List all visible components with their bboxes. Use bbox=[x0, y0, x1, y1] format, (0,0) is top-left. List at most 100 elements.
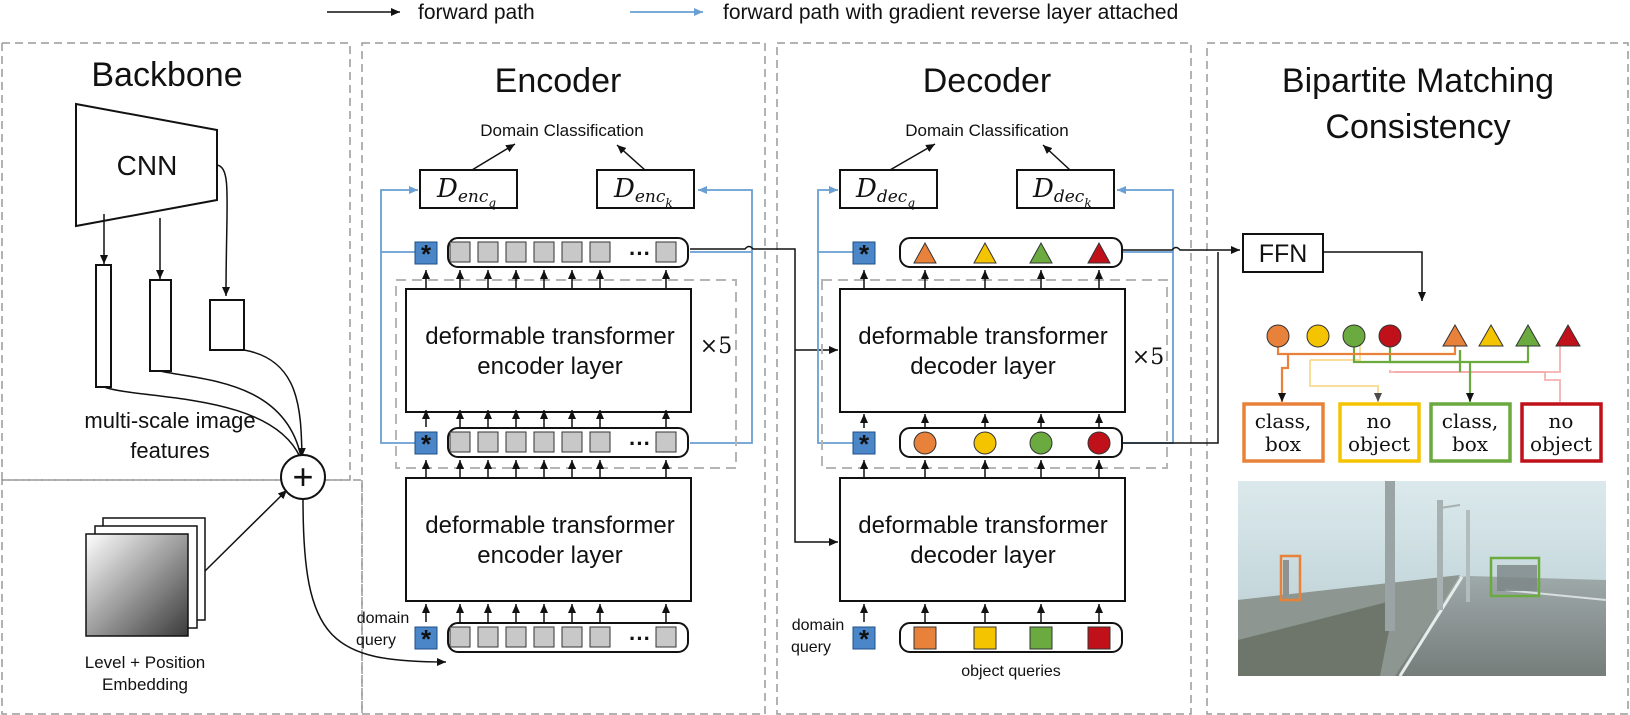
encoder-section: Encoder Domain Classification Dencq Denc… bbox=[356, 62, 838, 654]
prediction-circle-2 bbox=[1342, 324, 1366, 348]
svg-text:*: * bbox=[421, 624, 432, 654]
svg-text:*: * bbox=[421, 429, 432, 459]
matching-title-2: Consistency bbox=[1325, 108, 1510, 146]
d-enc-k-box bbox=[596, 169, 695, 209]
svg-text:object: object bbox=[1348, 432, 1410, 456]
matching-panel bbox=[1206, 42, 1629, 715]
svg-text:···: ··· bbox=[629, 431, 651, 456]
features-label-1: multi-scale image bbox=[84, 408, 255, 433]
encoder-output-token-2 bbox=[505, 241, 527, 263]
encoder-input-token-6 bbox=[655, 626, 677, 648]
panels bbox=[1, 42, 1629, 715]
encoder-query-token-top bbox=[414, 241, 438, 265]
d-dec-k-box bbox=[1016, 169, 1115, 209]
decoder-repeat: ×5 bbox=[1132, 345, 1164, 370]
encoder-output-token-3 bbox=[533, 241, 555, 263]
svg-text:*: * bbox=[859, 624, 870, 654]
embedding-label-1: Level + Position bbox=[85, 653, 206, 672]
decoder-query-token-middle bbox=[852, 431, 876, 455]
svg-text:no: no bbox=[1367, 409, 1392, 433]
decoder-middle-circle-0 bbox=[913, 431, 937, 455]
svg-text:no: no bbox=[1549, 409, 1574, 433]
decoder-query-token-top bbox=[852, 241, 876, 265]
decoder-panel bbox=[776, 42, 1192, 715]
decoder-layer-top-label-2: decoder layer bbox=[910, 353, 1055, 380]
pedestrian-detection-box bbox=[1279, 554, 1302, 602]
encoder-middle-token-4 bbox=[561, 431, 583, 453]
encoder-middle-token-5 bbox=[589, 431, 611, 453]
encoder-domain-classification: Domain Classification bbox=[480, 121, 643, 140]
svg-text:box: box bbox=[1452, 432, 1489, 456]
encoder-domain-query-label-2: query bbox=[356, 632, 396, 649]
feature-map-1 bbox=[95, 264, 112, 388]
legend-forward-label: forward path bbox=[418, 1, 535, 24]
d-enc-k-label: Denck bbox=[613, 174, 673, 210]
decoder-output-triangle-2 bbox=[1029, 241, 1053, 264]
encoder-layer-top-label-2: encoder layer bbox=[477, 353, 622, 380]
encoder-repeat: ×5 bbox=[700, 334, 732, 359]
decoder-layer-top bbox=[839, 288, 1126, 413]
legend: forward path forward path with gradient … bbox=[327, 1, 1178, 24]
encoder-input-token-1 bbox=[477, 626, 499, 648]
encoder-output-token-5 bbox=[589, 241, 611, 263]
decoder-title: Decoder bbox=[923, 62, 1052, 100]
encoder-panel bbox=[361, 42, 766, 715]
embedding-stack bbox=[85, 517, 206, 637]
d-dec-q-box bbox=[839, 169, 938, 209]
encoder-output-token-0 bbox=[449, 241, 471, 263]
encoder-layer-top bbox=[405, 288, 692, 413]
backbone-section: Backbone CNN multi-scale image features … bbox=[75, 56, 447, 694]
decoder-domain-query-label-1: domain bbox=[792, 617, 844, 634]
embedding-panel bbox=[1, 479, 363, 715]
backbone-panel bbox=[2, 42, 351, 481]
svg-text:box: box bbox=[1265, 432, 1302, 456]
encoder-input-token-4 bbox=[561, 626, 583, 648]
object-query-square-3 bbox=[1087, 626, 1111, 650]
encoder-output-token-1 bbox=[477, 241, 499, 263]
encoder-input-token-0 bbox=[449, 626, 471, 648]
encoder-layer-bottom-label-1: deformable transformer bbox=[425, 512, 674, 539]
decoder-domain-query-label-2: query bbox=[791, 639, 831, 656]
svg-text:class,: class, bbox=[1442, 409, 1498, 433]
encoder-output-token-4 bbox=[561, 241, 583, 263]
prediction-triangle-1 bbox=[1478, 323, 1504, 347]
decoder-output-triangle-3 bbox=[1087, 241, 1111, 264]
encoder-layer-bottom-label-2: encoder layer bbox=[477, 542, 622, 569]
encoder-input-token-5 bbox=[589, 626, 611, 648]
encoder-layer-bottom bbox=[405, 477, 692, 602]
object-query-square-1 bbox=[973, 626, 997, 650]
car-detection-box bbox=[1489, 556, 1541, 598]
ffn-label: FFN bbox=[1259, 240, 1308, 268]
legend-grl-label: forward path with gradient reverse layer… bbox=[723, 1, 1178, 24]
assignment-class-box-orange bbox=[1242, 402, 1325, 463]
matching-section: Bipartite Matching Consistency FFN class… bbox=[1238, 62, 1607, 677]
prediction-triangle-3 bbox=[1555, 323, 1581, 347]
foggy-street-image bbox=[1238, 481, 1607, 677]
prediction-circle-1 bbox=[1306, 324, 1330, 348]
decoder-layer-bottom-label-2: decoder layer bbox=[910, 542, 1055, 569]
object-queries-label: object queries bbox=[961, 663, 1061, 680]
ffn-box bbox=[1242, 233, 1324, 273]
d-dec-k-label: Ddeck bbox=[1032, 174, 1092, 210]
encoder-middle-token-3 bbox=[533, 431, 555, 453]
encoder-output-token-6 bbox=[655, 241, 677, 263]
object-query-tokens bbox=[899, 622, 1123, 653]
d-enc-q-label: Dencq bbox=[436, 174, 496, 210]
svg-text:object: object bbox=[1530, 432, 1592, 456]
encoder-domain-query-token bbox=[414, 626, 438, 650]
svg-text:class,: class, bbox=[1255, 409, 1311, 433]
prediction-triangle-2 bbox=[1515, 323, 1541, 347]
decoder-output-triangle-1 bbox=[973, 241, 997, 264]
matching-title-1: Bipartite Matching bbox=[1282, 62, 1554, 100]
matching-lines bbox=[1276, 336, 1561, 402]
svg-text:*: * bbox=[859, 239, 870, 269]
decoder-domain-classification: Domain Classification bbox=[905, 121, 1068, 140]
encoder-middle-token-0 bbox=[449, 431, 471, 453]
decoder-section: Decoder Domain Classification Ddecq Ddec… bbox=[791, 62, 1240, 680]
prediction-circle-0 bbox=[1266, 324, 1290, 348]
decoder-repeat-box bbox=[821, 279, 1168, 469]
prediction-circle-3 bbox=[1378, 324, 1402, 348]
decoder-layer-bottom-label-1: deformable transformer bbox=[858, 512, 1107, 539]
